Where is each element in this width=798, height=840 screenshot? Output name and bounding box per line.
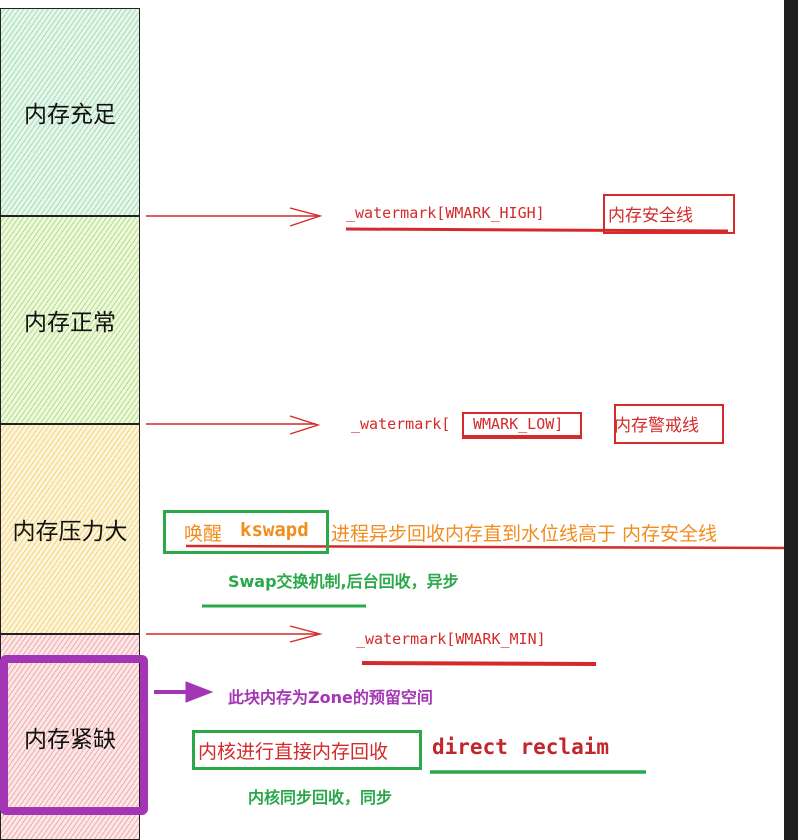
direct-reclaim-note: 内核同步回收，同步 (248, 788, 393, 807)
reserve-frame (0, 655, 148, 815)
kswapd-proc: kswapd (240, 519, 309, 541)
safe-line-box (603, 194, 735, 234)
safe-line-tag: 内存安全线 (608, 206, 693, 226)
kswapd-box (163, 510, 329, 554)
arrow-to-high (146, 207, 323, 227)
underline-min (361, 661, 597, 666)
underline-high (345, 227, 729, 233)
watermark-low-key: WMARK_LOW] (473, 415, 564, 433)
reserve-note: 此块内存为Zone的预留空间 (228, 688, 433, 707)
direct-reclaim-cn: 内核进行直接内存回收 (198, 741, 389, 763)
zone-label-scarce: 内存紧缺 (24, 727, 116, 753)
direct-reclaim-en: direct reclaim (432, 735, 610, 759)
arrow-to-low (146, 415, 321, 435)
zone-block-normal: 内存正常 (0, 216, 140, 424)
wmark-low-box (462, 412, 582, 436)
zone-block-plenty: 内存充足 (0, 8, 140, 216)
zone-block-scarce: 内存紧缺 (0, 634, 140, 840)
underline-kswapd (185, 544, 785, 550)
zone-label-pressure: 内存压力大 (12, 519, 128, 545)
kswapd-desc: 进程异步回收内存直到水位线高于 内存安全线 (331, 523, 718, 545)
direct-reclaim-box (192, 730, 422, 770)
warning-line-box (614, 404, 724, 444)
zone-label-normal: 内存正常 (24, 310, 116, 336)
watermark-high-text: _watermark[WMARK_HIGH] (346, 204, 545, 222)
zone-block-pressure: 内存压力大 (0, 424, 140, 634)
arrow-to-reserve (154, 681, 214, 703)
swap-note: Swap交换机制,后台回收，异步 (228, 572, 459, 591)
kswapd-wake: 唤醒 (184, 523, 223, 545)
watermark-low-prefix: _watermark[ (351, 415, 451, 433)
window-edge-bar (784, 0, 798, 840)
warning-line-tag: 内存警戒线 (614, 416, 699, 436)
zone-label-plenty: 内存充足 (24, 102, 116, 128)
arrow-to-min (146, 625, 323, 643)
watermark-min-text: _watermark[WMARK_MIN] (356, 630, 546, 648)
